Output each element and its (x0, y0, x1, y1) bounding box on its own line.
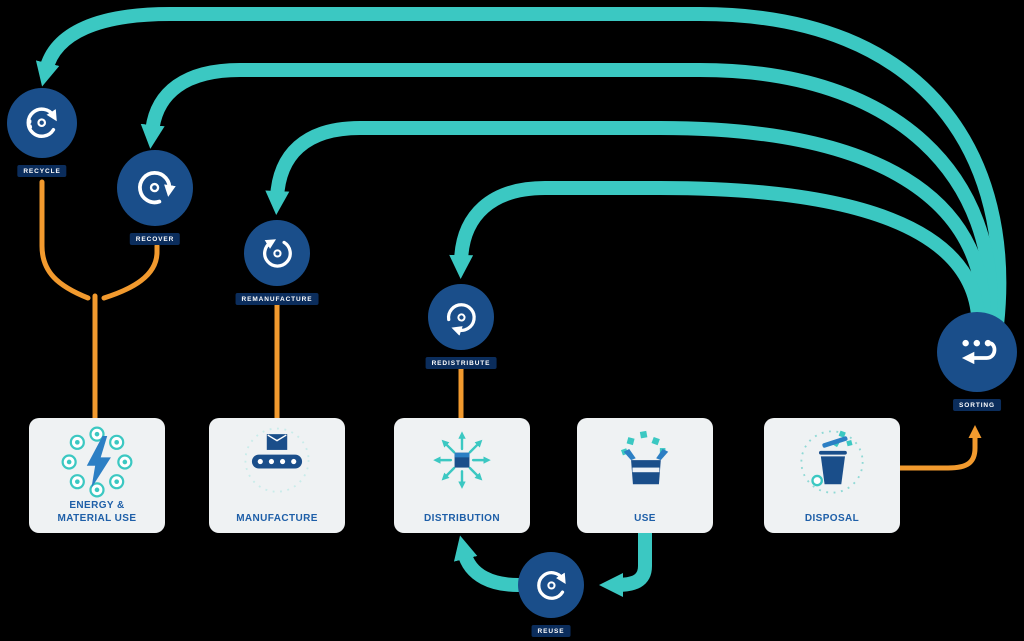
redistribute-loop-icon (446, 302, 476, 336)
return-arc-to-recover (140, 63, 998, 327)
lightning-bolt-icon (86, 436, 111, 488)
recycle-loop-icon (26, 107, 58, 139)
stage-label-distribution: DISTRIBUTION (424, 512, 500, 524)
loop-label-recover: RECOVER (129, 233, 181, 245)
reuse-circle (518, 552, 584, 618)
recycle-feed-line (39, 179, 91, 301)
remanufacture-circle (244, 220, 310, 286)
distribution-icon (433, 431, 491, 489)
loop-node-recycle: RECYCLE (7, 88, 77, 177)
reuse-loop-icon (536, 570, 566, 600)
loop-label-redistribute: REDISTRIBUTE (425, 357, 497, 369)
stage-label-manufacture: MANUFACTURE (236, 512, 318, 524)
recover-loop-icon (138, 171, 177, 205)
manufacture-icon (244, 427, 310, 493)
sorting-loop-icon (962, 340, 997, 365)
return-arc-to-redistribute (449, 181, 985, 322)
stage-distribution: DISTRIBUTION (394, 418, 530, 533)
recover-feed-line (101, 243, 160, 301)
return-arc-to-remanufacture (265, 121, 992, 325)
disposal-to-sorting-line (897, 425, 982, 471)
disposal-icon (800, 430, 864, 494)
stage-label-energy: ENERGY & MATERIAL USE (57, 500, 137, 524)
stage-disposal: DISPOSAL (764, 418, 900, 533)
reuse-to-distribution-arrow (453, 535, 525, 592)
loop-node-remanufacture: REMANUFACTURE (235, 220, 319, 305)
stage-use: USE (577, 418, 713, 533)
stage-energy-material-use: ENERGY & MATERIAL USE (29, 418, 165, 533)
sorting-circle (937, 312, 1017, 392)
stage-manufacture: MANUFACTURE (209, 418, 345, 533)
loop-node-reuse: REUSE (518, 552, 584, 637)
loop-label-sorting: SORTING (953, 399, 1001, 411)
loop-label-remanufacture: REMANUFACTURE (235, 293, 319, 305)
loop-node-recover: RECOVER (117, 150, 193, 245)
remanufacture-loop-icon (262, 238, 292, 268)
stage-label-disposal: DISPOSAL (804, 512, 860, 524)
use-to-reuse-arrow (599, 526, 652, 597)
recycle-circle (7, 88, 77, 158)
loop-node-sorting: SORTING (937, 312, 1017, 411)
recover-circle (117, 150, 193, 226)
loop-label-recycle: RECYCLE (17, 165, 67, 177)
energy-material-icon (61, 426, 133, 498)
stage-label-use: USE (634, 512, 656, 524)
loop-label-reuse: REUSE (531, 625, 571, 637)
return-arc-to-recycle (35, 7, 1007, 332)
redistribute-circle (428, 284, 494, 350)
loop-node-redistribute: REDISTRIBUTE (425, 284, 497, 369)
use-icon (621, 430, 669, 485)
